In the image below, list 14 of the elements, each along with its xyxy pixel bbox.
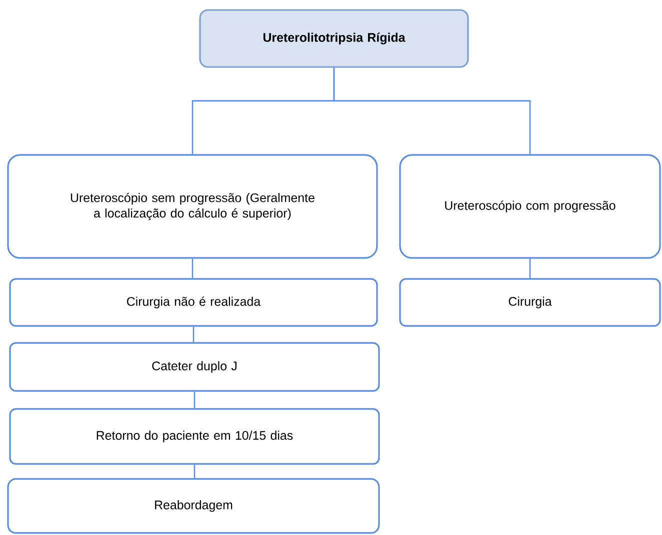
connector-line: [192, 258, 194, 278]
process-box: Ureteroscópio com progressão: [399, 154, 661, 259]
connector-line: [529, 258, 531, 278]
connector-line: [333, 68, 531, 154]
process-box: Cirurgia: [399, 278, 661, 327]
process-box: Retorno do paciente em 10/15 dias: [9, 408, 380, 465]
process-box: Reabordagem: [7, 478, 380, 534]
title-box: Ureterolitotripsia Rígida: [199, 9, 469, 68]
connector-line: [194, 392, 196, 408]
connector-line: [194, 464, 196, 478]
connector-line: [192, 326, 194, 342]
process-box: Cirurgia não é realizada: [9, 278, 378, 327]
process-box: Ureteroscópio sem progressão (Geralmente a localização do cálculo é superior): [7, 154, 378, 259]
process-box: Cateter duplo J: [9, 342, 380, 392]
